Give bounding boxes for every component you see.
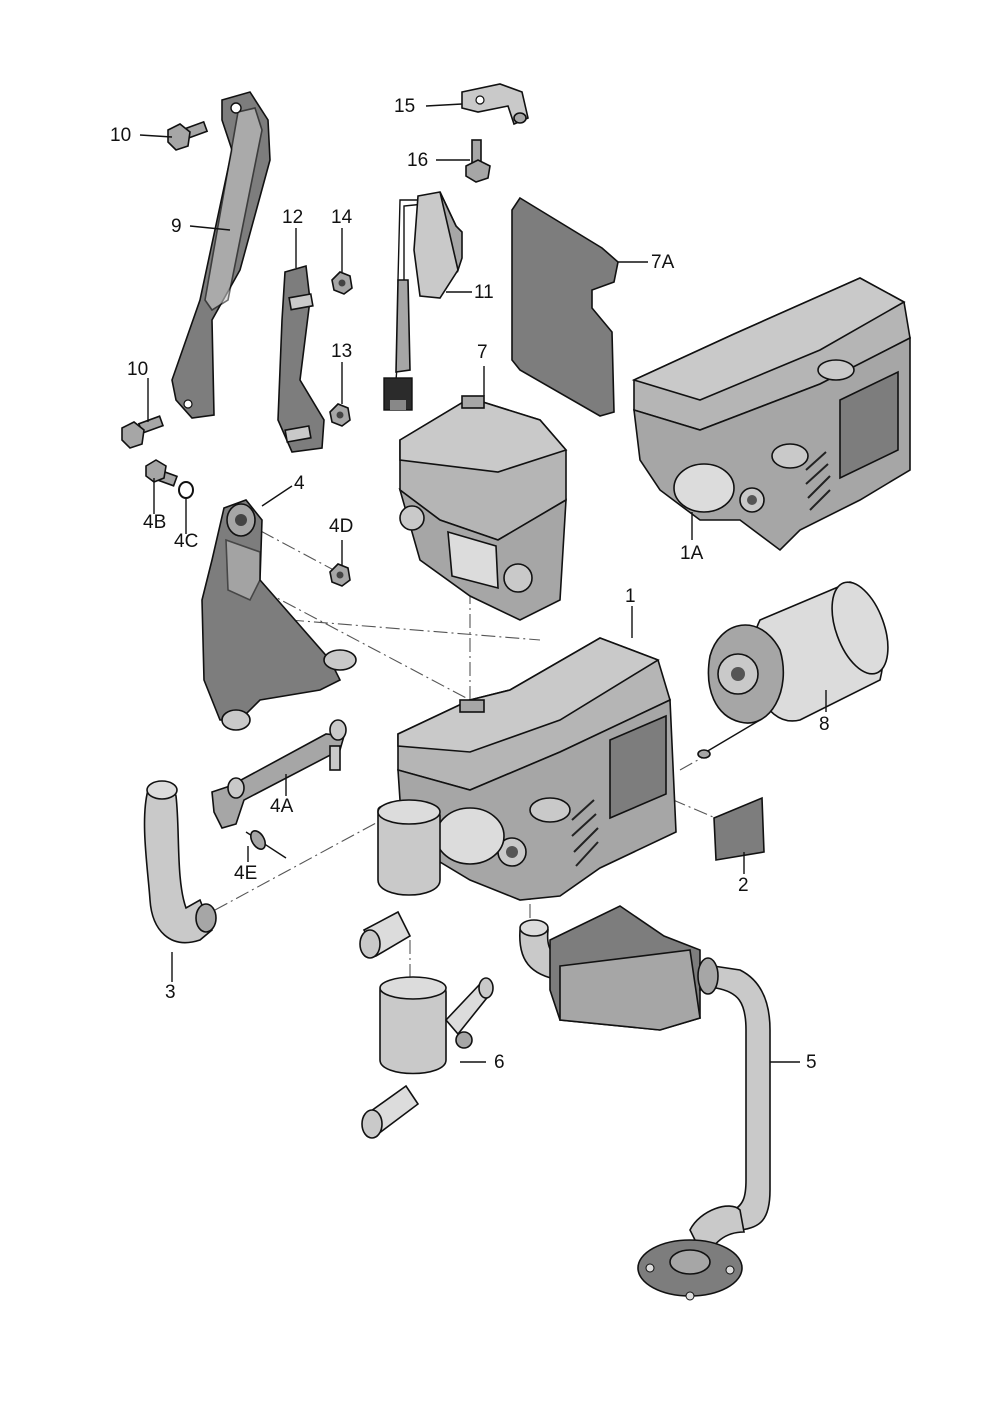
callout-4B: 4B (143, 512, 167, 533)
part-8-blower-motor (697, 581, 889, 759)
part-7A-gasket (511, 196, 619, 417)
part-2-label-sticker (713, 796, 765, 861)
part-13-nut (329, 403, 351, 427)
callout-1: 1 (625, 586, 636, 607)
part-4A-bracket-strip (211, 719, 347, 829)
callout-16: 16 (407, 150, 429, 171)
callout-15: 15 (394, 96, 416, 117)
callout-5: 5 (806, 1052, 817, 1073)
callout-4: 4 (294, 473, 305, 494)
callout-4E: 4E (234, 863, 258, 884)
part-14-nut (331, 271, 353, 295)
leader-lines (139, 103, 827, 1063)
part-10-bolt-bottom (121, 415, 165, 449)
part-1-main-heater (397, 637, 677, 901)
callout-3: 3 (165, 982, 176, 1003)
part-1A-heater-assembly (631, 277, 911, 552)
part-1A-vent-grille (805, 451, 831, 511)
callout-8: 8 (819, 714, 830, 735)
part-1-vent-grille (571, 799, 599, 867)
callout-4A: 4A (270, 796, 294, 817)
callout-7A: 7A (651, 252, 675, 273)
callout-6: 6 (494, 1052, 505, 1073)
part-15-bracket (461, 83, 529, 126)
callout-9: 9 (171, 216, 182, 237)
part-1-pump-section (359, 799, 441, 959)
part-4C-washer (178, 481, 194, 499)
part-9-long-bracket (171, 91, 271, 419)
part-3-coolant-hose (143, 780, 217, 944)
callout-14: 14 (331, 207, 353, 228)
callout-4D: 4D (329, 516, 354, 537)
part-4B-bolt (145, 459, 179, 487)
part-4E-rivet (245, 830, 287, 859)
part-10-bolt-top (167, 120, 209, 151)
part-5-exhaust-system (519, 905, 771, 1301)
part-16-bolt (465, 139, 491, 183)
callout-2: 2 (738, 875, 749, 896)
callout-12: 12 (282, 207, 304, 228)
callout-13: 13 (331, 341, 353, 362)
callout-7: 7 (477, 342, 488, 363)
part-4-mounting-bracket (201, 499, 357, 731)
callout-4C: 4C (174, 531, 199, 552)
callout-10-top: 10 (110, 125, 132, 146)
part-6-water-pump (361, 976, 494, 1139)
part-4D-nut (329, 563, 351, 587)
callout-10-bottom: 10 (127, 359, 149, 380)
part-7-upper-module (398, 395, 568, 621)
callout-1A: 1A (680, 543, 704, 564)
callout-11: 11 (474, 282, 494, 303)
part-12-small-bracket (277, 264, 325, 453)
part-11-sensor (383, 191, 463, 411)
